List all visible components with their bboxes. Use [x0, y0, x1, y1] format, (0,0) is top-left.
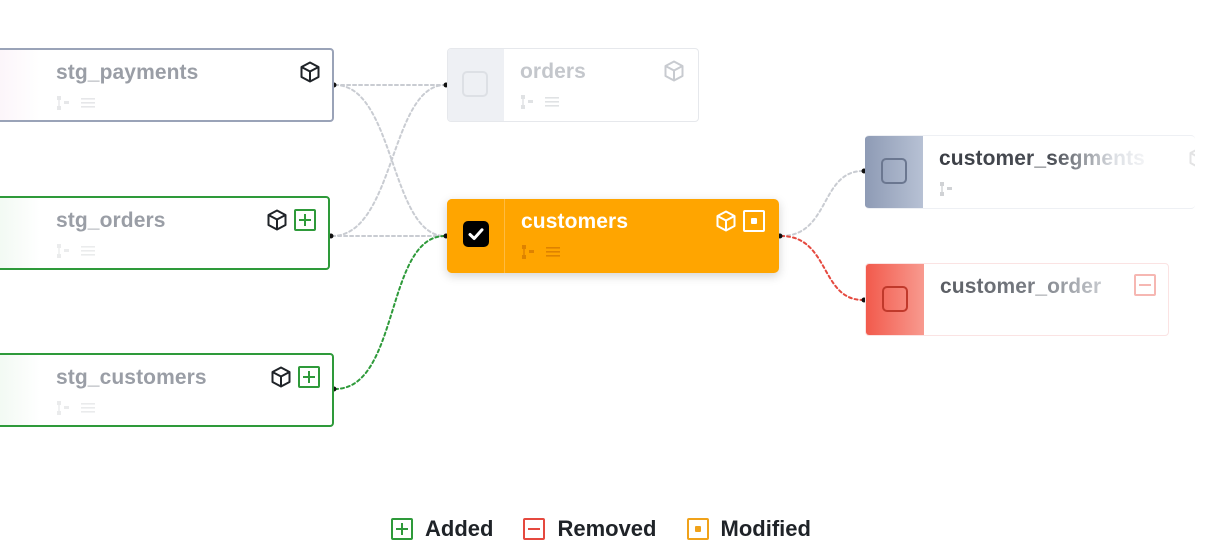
node-customer-segments[interactable]: customer_segments [865, 135, 1195, 209]
node-badges [714, 209, 765, 233]
lineage-icon [522, 245, 534, 259]
modified-icon [743, 210, 765, 232]
cube-icon [716, 210, 736, 232]
node-badges [269, 365, 320, 389]
lineage-icon [57, 401, 69, 415]
edge-customers-to-customer-order [780, 235, 864, 301]
node-title: customer_order [940, 275, 1102, 298]
columns-icon [81, 403, 95, 413]
node-sub-icons [521, 244, 561, 260]
added-icon [391, 518, 413, 540]
node-body: stg_orders [40, 198, 328, 268]
node-title: stg_customers [56, 366, 207, 389]
edge-stg-orders-to-orders [331, 84, 446, 237]
node-band [0, 198, 40, 268]
node-band [0, 50, 40, 120]
edge-stg-payments-to-customers [334, 84, 446, 237]
lineage-icon [57, 96, 69, 110]
node-band [448, 49, 504, 121]
legend-removed: Removed [523, 516, 657, 542]
node-stg-payments[interactable]: stg_payments [0, 48, 334, 122]
node-body: stg_payments [40, 50, 332, 120]
added-icon [294, 209, 316, 231]
node-title: stg_payments [56, 61, 199, 84]
node-sub-icons [520, 94, 560, 110]
added-icon [298, 366, 320, 388]
node-band [0, 355, 40, 425]
columns-icon [81, 246, 95, 256]
node-title: orders [520, 60, 586, 83]
node-body: customer_order [924, 264, 1168, 335]
removed-icon [523, 518, 546, 540]
node-orders[interactable]: orders [447, 48, 699, 122]
node-badges [1187, 146, 1195, 170]
node-title: customers [521, 210, 629, 233]
node-badges [298, 60, 322, 84]
legend-removed-label: Removed [557, 516, 657, 541]
edge-customers-to-customer-segments [780, 170, 864, 237]
legend: Added Removed Modified [391, 516, 811, 542]
legend-modified-label: Modified [720, 516, 811, 541]
cube-icon [271, 366, 291, 388]
lineage-icon [940, 182, 952, 196]
node-band [866, 264, 924, 335]
edge-stg-customers-to-customers [334, 235, 446, 390]
columns-icon [81, 98, 95, 108]
checkbox-icon[interactable] [881, 158, 907, 184]
node-customer-order[interactable]: customer_order [865, 263, 1169, 336]
cube-icon [300, 61, 320, 83]
node-badges [1134, 274, 1156, 296]
node-sub-icons [56, 400, 96, 416]
columns-icon [546, 247, 560, 257]
node-customers[interactable]: customers [447, 199, 779, 273]
node-badges [662, 59, 686, 83]
node-sub-icons [56, 95, 96, 111]
node-sub-icons [56, 243, 96, 259]
node-band [447, 199, 505, 273]
node-stg-customers[interactable]: stg_customers [0, 353, 334, 427]
node-title: stg_orders [56, 209, 166, 232]
cube-icon [267, 209, 287, 231]
node-body: customer_segments [923, 136, 1195, 208]
checkbox-icon[interactable] [462, 71, 488, 97]
legend-modified: Modified [686, 516, 811, 542]
node-sub-icons [939, 181, 953, 197]
columns-icon [545, 97, 559, 107]
node-body: stg_customers [40, 355, 332, 425]
checkbox-icon[interactable] [463, 221, 489, 247]
removed-icon [1134, 274, 1156, 296]
node-title: customer_segments [939, 147, 1145, 170]
node-badges [265, 208, 316, 232]
node-stg-orders[interactable]: stg_orders [0, 196, 330, 270]
cube-icon [664, 60, 684, 82]
lineage-icon [57, 244, 69, 258]
legend-added: Added [391, 516, 493, 542]
check-icon [468, 228, 484, 240]
node-band [865, 136, 923, 208]
legend-added-label: Added [425, 516, 494, 541]
node-body: customers [505, 199, 779, 273]
lineage-icon [521, 95, 533, 109]
node-body: orders [504, 49, 698, 121]
modified-icon [686, 518, 709, 540]
checkbox-icon[interactable] [882, 286, 908, 312]
cube-icon [1189, 149, 1195, 167]
